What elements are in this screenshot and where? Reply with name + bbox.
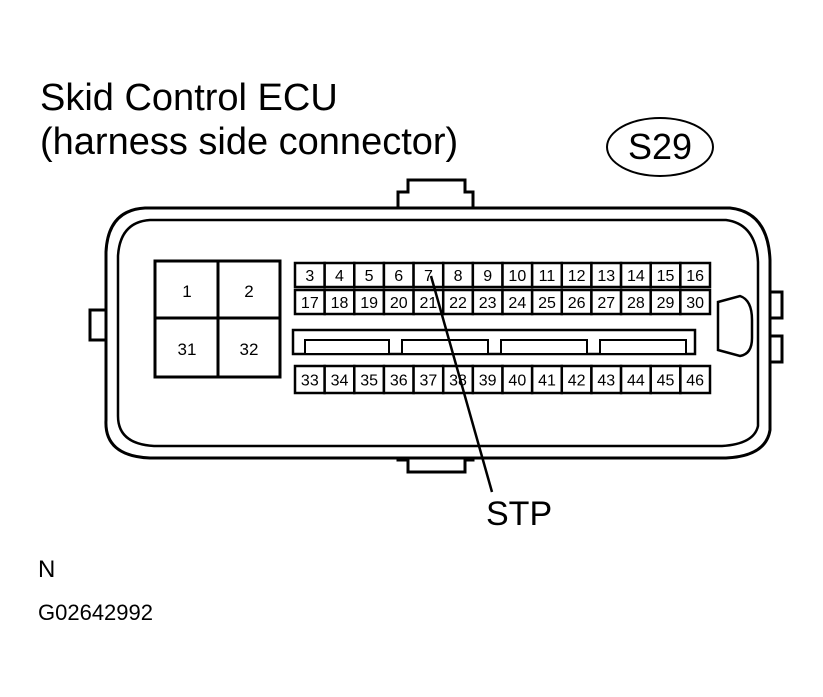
pin-cell <box>501 364 534 395</box>
pin-cell <box>471 261 504 289</box>
pin-number: 5 <box>365 268 374 285</box>
pin-cell <box>293 261 326 289</box>
pin-cell <box>323 364 356 395</box>
pin-number: 24 <box>508 295 526 312</box>
pin-number: 25 <box>538 295 556 312</box>
title-line-2: (harness side connector) <box>40 121 459 163</box>
pin-number: 43 <box>597 373 615 390</box>
pin-number: 45 <box>657 373 675 390</box>
pin-cell <box>216 316 282 379</box>
pin-number: 26 <box>568 295 586 312</box>
pin-number: 17 <box>301 295 319 312</box>
pin-number: 12 <box>568 268 586 285</box>
connector-housing-inner <box>116 218 760 448</box>
pin-number: 31 <box>178 340 197 359</box>
pin-number: 23 <box>479 295 497 312</box>
pin-number: 4 <box>335 268 344 285</box>
figure-code: G02642992 <box>38 600 153 625</box>
pin-row-1: 3 4 5 6 7 8 9 10 11 12 13 14 15 16 <box>293 261 712 289</box>
pin-number: 33 <box>301 373 319 390</box>
pin-number: 32 <box>240 340 259 359</box>
lock-detail <box>716 294 754 358</box>
pin-number: 7 <box>424 268 433 285</box>
pin-number: 35 <box>360 373 378 390</box>
pin-number: 30 <box>686 295 704 312</box>
pin-cell <box>216 259 282 320</box>
pin-cell <box>441 261 475 289</box>
pin-number: 27 <box>597 295 615 312</box>
pin-cell <box>353 364 386 395</box>
pin-number: 34 <box>331 373 349 390</box>
large-pin-block: 1 2 31 32 <box>153 259 282 379</box>
pin-cell <box>501 261 534 289</box>
pin-number: 15 <box>657 268 675 285</box>
pin-number: 11 <box>539 268 556 285</box>
pin-number: 22 <box>449 295 467 312</box>
pin-number: 18 <box>331 295 349 312</box>
pin-number: 39 <box>479 373 497 390</box>
footer-letter: N <box>38 556 56 583</box>
pin-number: 2 <box>244 282 253 301</box>
pin-cell <box>590 261 623 289</box>
pin-number: 29 <box>657 295 675 312</box>
pin-number: 14 <box>627 268 645 285</box>
pin-cell <box>153 316 220 379</box>
pin-cell <box>412 261 445 289</box>
pin-cell <box>560 261 593 289</box>
pin-cell <box>679 364 712 395</box>
pin-cell <box>382 261 415 289</box>
pin-number: 42 <box>568 373 586 390</box>
pin-cell <box>530 261 564 289</box>
pin-cell <box>293 364 326 395</box>
pin-number: 44 <box>627 373 645 390</box>
stp-leader-line <box>429 275 494 493</box>
stp-label: STP <box>486 495 553 533</box>
pin-number: 36 <box>390 373 408 390</box>
pin-number: 20 <box>390 295 408 312</box>
left-side-lug <box>88 308 108 342</box>
pin-number: 46 <box>686 373 704 390</box>
pin-number: 40 <box>508 373 526 390</box>
pin-cell <box>619 288 652 316</box>
pin-cell <box>619 364 652 395</box>
pin-cell <box>590 288 623 316</box>
pin-number: 10 <box>508 268 526 285</box>
pin-number: 9 <box>483 268 492 285</box>
pin-row-2: 17 18 19 20 21 22 23 24 25 26 27 28 29 30 <box>293 288 712 316</box>
pin-number: 28 <box>627 295 645 312</box>
title-line-1: Skid Control ECU <box>40 77 338 119</box>
pin-number: 37 <box>419 373 437 390</box>
pin-cell <box>560 288 593 316</box>
pin-number: 21 <box>419 295 437 312</box>
pin-number: 6 <box>394 268 403 285</box>
pin-number: 8 <box>454 268 463 285</box>
pin-cell <box>560 364 593 395</box>
pin-number: 41 <box>538 373 556 390</box>
pin-number: 3 <box>305 268 314 285</box>
pin-number: 19 <box>360 295 378 312</box>
pin-cell <box>679 261 712 289</box>
pin-cell <box>679 288 712 316</box>
connector-id-badge: S29 <box>606 117 714 177</box>
pin-number: 16 <box>686 268 704 285</box>
pin-cell <box>323 261 356 289</box>
center-key-bar <box>291 328 697 356</box>
pin-number: 13 <box>597 268 615 285</box>
top-latch-tab <box>396 178 475 210</box>
pin-number: 1 <box>182 282 191 301</box>
